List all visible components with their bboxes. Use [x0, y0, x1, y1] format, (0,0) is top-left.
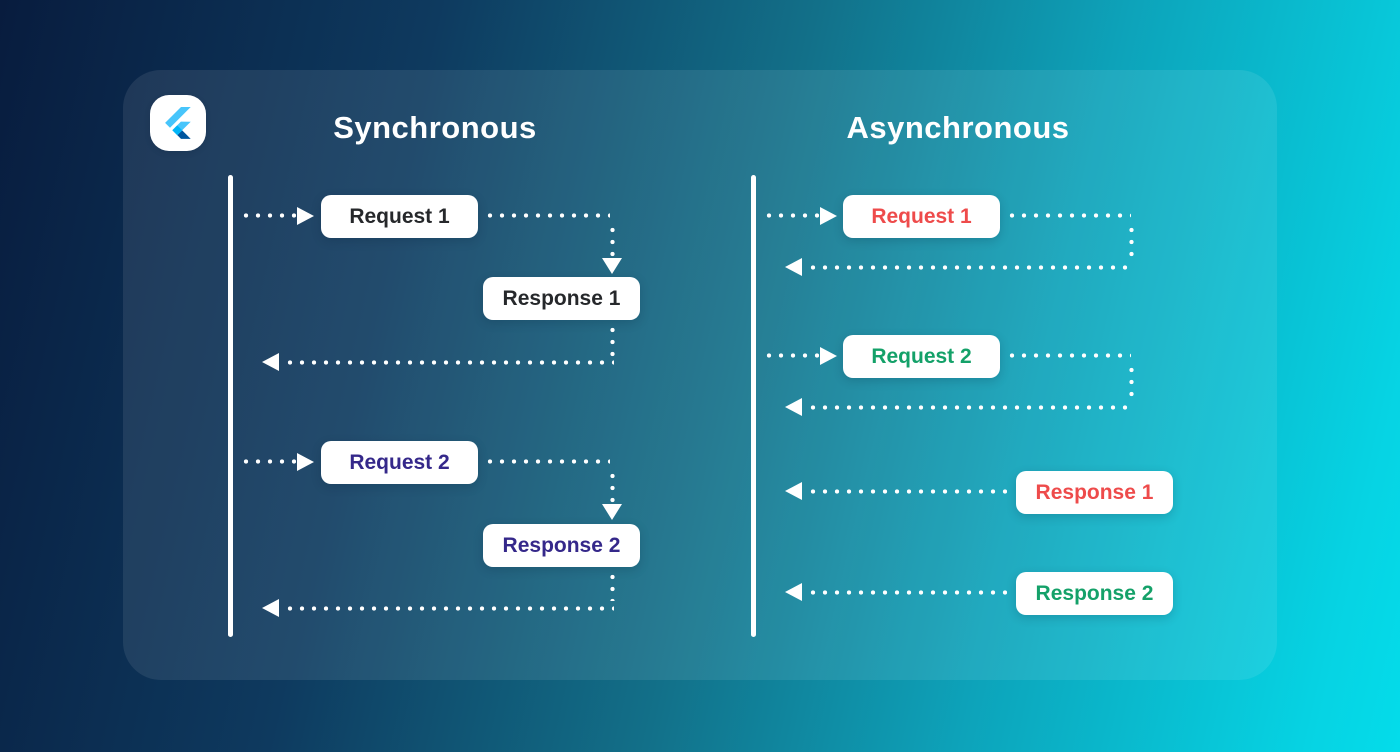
async-response1-label: Response 1	[1035, 480, 1154, 504]
sync-request1-arrow-right-icon	[297, 207, 314, 225]
async-request1-box: Request 1	[843, 195, 1000, 238]
async-response1-box: Response 1	[1016, 471, 1173, 514]
async-request2-arrow-left-icon	[785, 398, 802, 416]
flutter-logo-badge	[150, 95, 206, 151]
async-response1-arrow-left-icon	[785, 482, 802, 500]
async-request1-in-dots	[763, 213, 819, 218]
async-request2-box: Request 2	[843, 335, 1000, 378]
sync-request2-arrow-down-icon	[602, 504, 622, 520]
async-request2-down-dots	[1129, 364, 1134, 398]
sync-response2-box: Response 2	[483, 524, 640, 567]
sync-request2-out-dots	[484, 459, 610, 464]
async-response2-label: Response 2	[1035, 581, 1154, 605]
sync-request2-in-dots	[240, 459, 296, 464]
sync-request1-arrow-down-icon	[602, 258, 622, 274]
async-request2-arrow-right-icon	[820, 347, 837, 365]
sync-request2-box: Request 2	[321, 441, 478, 484]
async-request1-down-dots	[1129, 224, 1134, 258]
sync-response1-box: Response 1	[483, 277, 640, 320]
sync-response1-return-dots	[284, 360, 614, 365]
sync-response2-label: Response 2	[502, 533, 621, 557]
async-request1-arrow-left-icon	[785, 258, 802, 276]
sync-request1-down-dots	[610, 224, 615, 258]
sync-response1-label: Response 1	[502, 286, 621, 310]
sync-request2-arrow-right-icon	[297, 453, 314, 471]
sync-lifeline	[228, 175, 233, 637]
sync-response1-arrow-left-icon	[262, 353, 279, 371]
async-response2-box: Response 2	[1016, 572, 1173, 615]
flutter-logo-icon	[165, 107, 191, 139]
sync-request2-label: Request 2	[349, 450, 450, 474]
sync-response1-down-dots	[610, 324, 615, 358]
async-response2-arrow-left-icon	[785, 583, 802, 601]
sync-request1-label: Request 1	[349, 204, 450, 228]
async-request2-in-dots	[763, 353, 819, 358]
async-lifeline	[751, 175, 756, 637]
asynchronous-title: Asynchronous	[846, 110, 1070, 145]
async-request1-arrow-right-icon	[820, 207, 837, 225]
sync-response2-return-dots	[284, 606, 614, 611]
sync-request1-out-dots	[484, 213, 610, 218]
sync-request1-box: Request 1	[321, 195, 478, 238]
async-request1-out-dots	[1006, 213, 1131, 218]
sync-response2-arrow-left-icon	[262, 599, 279, 617]
sync-response2-down-dots	[610, 571, 615, 601]
async-request1-return-dots	[807, 265, 1134, 270]
async-request1-label: Request 1	[871, 204, 972, 228]
async-request2-label: Request 2	[871, 344, 972, 368]
async-request2-out-dots	[1006, 353, 1131, 358]
sync-request1-in-dots	[240, 213, 296, 218]
async-response1-return-dots	[807, 489, 1007, 494]
synchronous-title: Synchronous	[333, 110, 537, 145]
async-response2-return-dots	[807, 590, 1007, 595]
sync-request2-down-dots	[610, 470, 615, 504]
async-request2-return-dots	[807, 405, 1134, 410]
